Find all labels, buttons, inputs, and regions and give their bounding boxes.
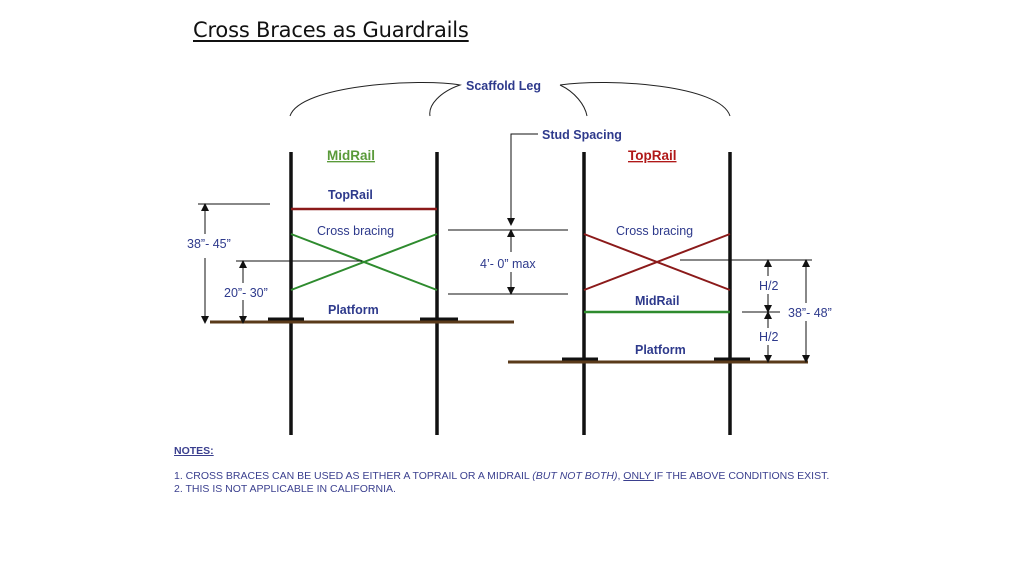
right-heading-toprail: TopRail bbox=[628, 148, 677, 163]
note-1-mid: , bbox=[617, 470, 624, 482]
note-1-italic: (BUT NOT BOTH) bbox=[532, 470, 618, 482]
scaffold-leg-brace-left bbox=[289, 82, 462, 117]
center-dim-label: 4’- 0” max bbox=[480, 257, 536, 271]
left-toprail-label: TopRail bbox=[328, 188, 373, 202]
right-dim-h2-bottom-label: H/2 bbox=[759, 330, 779, 344]
note-2: 2. THIS IS NOT APPLICABLE IN CALIFORNIA. bbox=[174, 483, 396, 495]
left-platform-label: Platform bbox=[328, 303, 379, 317]
left-heading-midrail: MidRail bbox=[327, 148, 375, 163]
scaffold-leg-brace-right bbox=[559, 82, 731, 117]
right-cross-brace-b bbox=[583, 233, 731, 291]
note-1-prefix: 1. CROSS BRACES CAN BE USED AS EITHER A … bbox=[174, 470, 533, 482]
left-dim-outer-label: 38”- 45” bbox=[187, 237, 231, 251]
left-cross-bracing-label: Cross bracing bbox=[317, 224, 394, 238]
note-1: 1. CROSS BRACES CAN BE USED AS EITHER A … bbox=[174, 470, 829, 483]
stud-spacing-label: Stud Spacing bbox=[542, 128, 622, 142]
scaffold-leg-label: Scaffold Leg bbox=[466, 79, 541, 93]
page-title: Cross Braces as Guardrails bbox=[193, 18, 469, 42]
notes-section: NOTES: 1. CROSS BRACES CAN BE USED AS EI… bbox=[174, 445, 829, 496]
left-cross-brace-b bbox=[290, 233, 438, 291]
notes-heading: NOTES: bbox=[174, 445, 214, 457]
right-dim-outer-label: 38”- 48” bbox=[788, 306, 832, 320]
right-platform-label: Platform bbox=[635, 343, 686, 357]
left-dim-inner-label: 20”- 30” bbox=[224, 286, 268, 300]
note-1-suffix: IF THE ABOVE CONDITIONS EXIST. bbox=[653, 470, 830, 482]
stud-spacing-leader bbox=[507, 133, 538, 226]
right-midrail-label: MidRail bbox=[635, 294, 679, 308]
note-1-underline: ONLY bbox=[623, 470, 654, 482]
right-cross-bracing-label: Cross bracing bbox=[616, 224, 693, 238]
right-dim-h2-top-label: H/2 bbox=[759, 279, 779, 293]
